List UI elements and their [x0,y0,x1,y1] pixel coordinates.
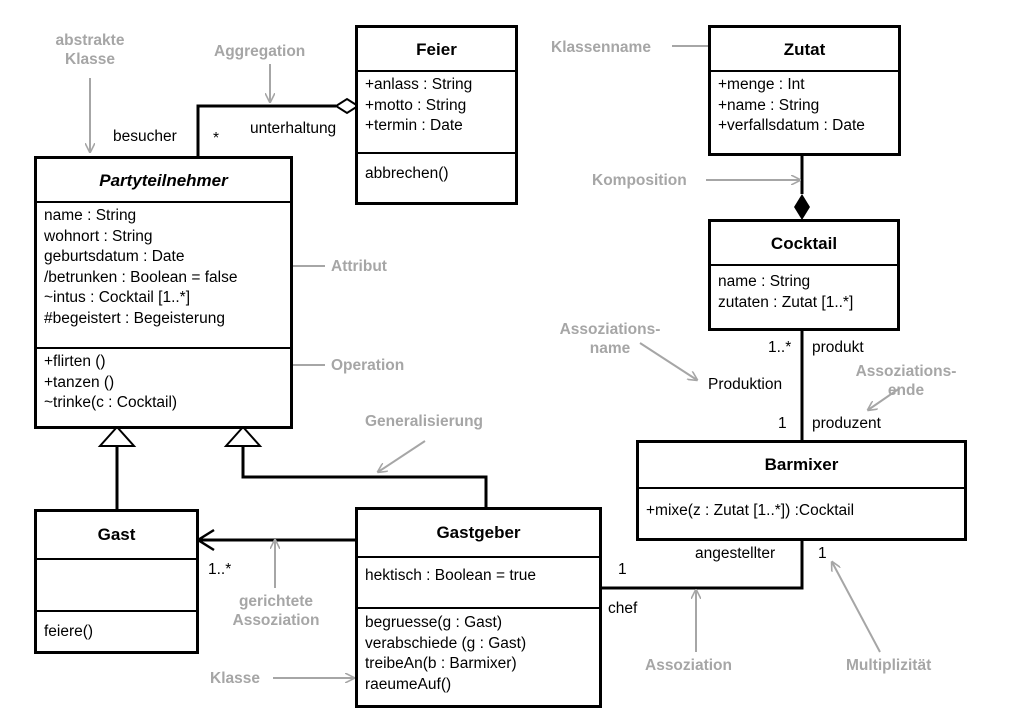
attribute: #begeistert : Begeisterung [44,309,225,327]
annotation-aggregation: Aggregation [214,43,306,60]
class-name: Gast [97,525,136,544]
annotation-attribut: Attribut [331,258,387,275]
multiplicity-chef: 1 [618,561,627,578]
composition-diamond [794,194,810,220]
annotation-assoziationsname: Assoziations- name [559,321,661,357]
annotation-assoziationsende: Assoziations- ende [855,363,957,399]
annotation-generalisierung: Generalisierung [365,413,484,430]
role-label-produkt: produkt [812,339,864,356]
class-name: Zutat [783,40,826,59]
operation: +tanzen () [44,373,115,391]
operation: abbrechen() [365,165,449,182]
role-label-unterhaltung: unterhaltung [250,120,337,137]
operation-compartment: +flirten () +tanzen () ~trinke(c : Cockt… [37,347,290,417]
class-name: Feier [416,40,457,59]
role-label-produzent: produzent [812,415,881,432]
annotation-komposition: Komposition [592,172,687,189]
class-name: Barmixer [764,455,839,474]
attribute: +termin : Date [365,117,463,134]
attribute-compartment: name : String wohnort : String geburtsda… [37,201,290,347]
annotation-klassenname: Klassenname [551,39,651,56]
multiplicity-angestellter: 1 [818,545,827,562]
class-barmixer: Barmixer +mixe(z : Zutat [1..*]) :Cockta… [636,440,967,541]
class-zutat: Zutat +menge : Int +name : String +verfa… [708,25,901,156]
multiplicity-gast: 1..* [208,561,232,578]
attribute: +motto : String [365,96,467,114]
operation: raeumeAuf() [365,675,452,693]
generalization-gastgeber-line [241,446,488,509]
class-partyteilnehmer: Partyteilnehmer name : String wohnort : … [34,156,293,429]
chef-association-line [601,541,804,590]
class-gastgeber: Gastgeber hektisch : Boolean = true begr… [355,507,602,708]
class-feier: Feier +anlass : String +motto : String +… [355,25,518,205]
attribute: /betrunken : Boolean = false [44,268,238,286]
attribute: +verfallsdatum : Date [718,117,865,134]
annotation-abstrakte-klasse: abstrakte Klasse [40,31,140,69]
operation: feiere() [44,623,94,640]
attribute: name : String [718,273,811,290]
aggregation-line [196,104,336,156]
operation: begruesse(g : Gast) [365,614,502,631]
multiplicity-besucher: * [213,130,220,147]
attribute: ~intus : Cocktail [1..*] [44,289,191,306]
attribute: zutaten : Zutat [1..*] [718,293,854,311]
aggregation-diamond [334,97,360,115]
pointer-assoziationsname [639,342,697,380]
attribute: +menge : Int [718,76,805,93]
annotation-multiplizitaet: Multiplizität [846,657,932,674]
attribute: name : String [44,207,137,224]
role-label-angestellter: angestellter [695,545,776,562]
annotation-assoziation: Assoziation [645,657,732,674]
class-gast: Gast feiere() [34,509,199,654]
pointer-generalisierung [378,440,426,472]
multiplicity-produkt: 1..* [768,339,792,356]
attribute-compartment: +anlass : String +motto : String +termin… [358,70,515,152]
annotation-klasse: Klasse [210,670,260,687]
role-label-chef: chef [608,600,638,617]
attribute: geburtsdatum : Date [44,248,185,265]
operation: ~trinke(c : Cocktail) [44,394,178,411]
multiplicity-produzent: 1 [778,415,787,432]
attribute: +name : String [718,96,820,114]
generalization-gastgeber-triangle [223,425,263,447]
class-cocktail: Cocktail name : String zutaten : Zutat [… [708,219,900,331]
attribute: +anlass : String [365,76,473,93]
attribute-compartment [37,558,196,610]
association-name-produktion: Produktion [708,376,783,393]
operation: +mixe(z : Zutat [1..*]) :Cocktail [646,502,855,519]
operation-compartment: +mixe(z : Zutat [1..*]) :Cocktail [639,487,964,525]
operation-compartment: begruesse(g : Gast) verabschiede (g : Ga… [358,607,599,698]
annotation-abstrakte-klasse-line1: abstrakte Klasse [55,32,125,68]
attribute: hektisch : Boolean = true [365,567,537,584]
operation-compartment: abbrechen() [358,152,515,188]
operation: +flirten () [44,353,106,370]
pointer-multiplizitaet [832,562,881,653]
annotation-operation: Operation [331,357,405,374]
class-name: Partyteilnehmer [99,171,228,190]
generalization-gast-triangle [97,425,137,447]
attribute-compartment: hektisch : Boolean = true [358,556,599,607]
operation: verabschiede (g : Gast) [365,634,527,652]
class-name: Gastgeber [436,523,521,542]
pointer-assoziationsende [868,387,901,410]
attribute-compartment: name : String zutaten : Zutat [1..*] [711,264,897,316]
class-name: Cocktail [770,234,838,253]
attribute: wohnort : String [44,227,153,245]
operation: treibeAn(b : Barmixer) [365,655,517,672]
role-label-besucher: besucher [113,128,177,145]
operation-compartment: feiere() [37,610,196,646]
annotation-gerichtete-assoziation: gerichtete Assoziation [232,593,320,629]
attribute-compartment: +menge : Int +name : String +verfallsdat… [711,70,898,140]
